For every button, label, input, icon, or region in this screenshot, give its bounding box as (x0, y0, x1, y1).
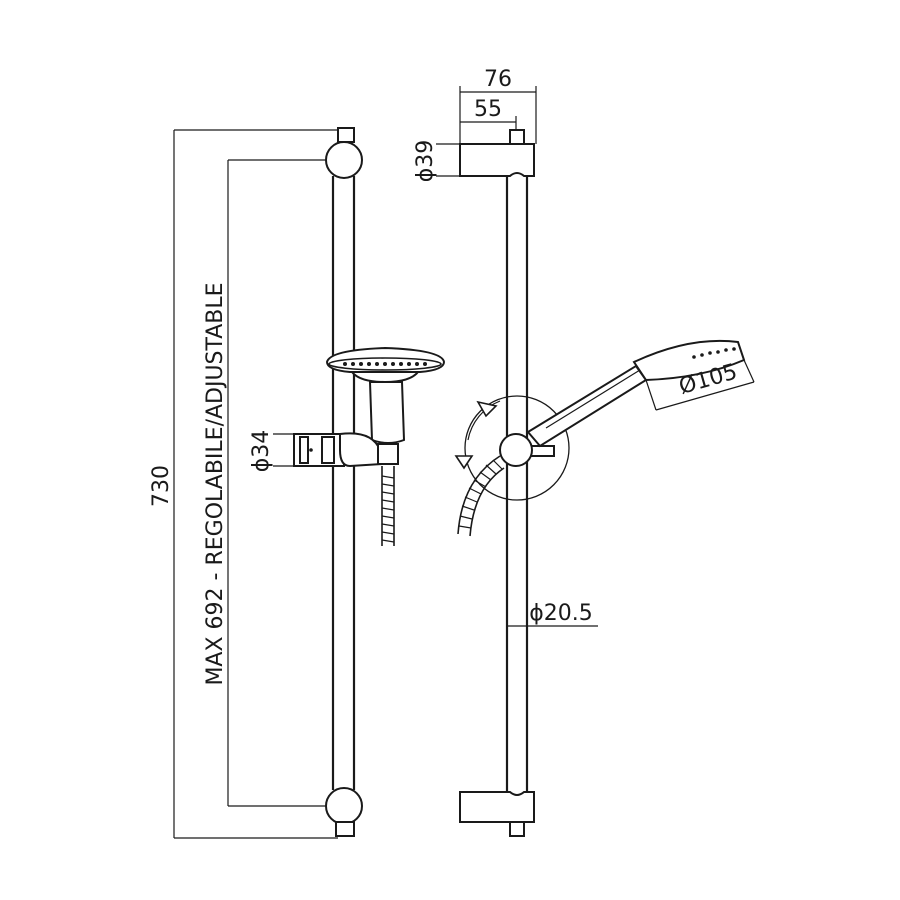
side-view: 76 55 ϕ39 (413, 67, 755, 837)
bracket-depth-inner-dimension: 55 (460, 97, 517, 130)
bracket-depth-total-dimension: 76 (459, 67, 537, 144)
bar-diameter-label: ϕ20.5 (529, 601, 593, 626)
bottom-bracket (459, 791, 535, 837)
adjustable-range-dimension: MAX 692 - REGOLABILE/ADJUSTABLE (203, 159, 336, 807)
side-bar (505, 176, 529, 792)
overall-length-label: 730 (149, 465, 174, 507)
front-view: 730 MAX 692 - REGOLABILE/ADJUSTABLE (149, 127, 446, 839)
side-nozzle-dots (692, 347, 736, 359)
bottom-end-cap (325, 787, 363, 837)
front-handshower (325, 346, 446, 444)
side-handshower (526, 339, 746, 448)
adjustable-range-label: MAX 692 - REGOLABILE/ADJUSTABLE (203, 282, 228, 685)
front-hose (381, 466, 395, 546)
side-hose (457, 455, 505, 537)
bracket-diameter-label: ϕ39 (413, 140, 438, 183)
bracket-depth-inner-label: 55 (474, 97, 502, 122)
bracket-depth-total-label: 76 (484, 67, 512, 92)
overall-length-dimension: 730 (149, 129, 338, 839)
bar-diameter-dimension: ϕ20.5 (507, 601, 598, 627)
front-bar (331, 176, 356, 790)
rotation-arrows-icon (454, 395, 570, 501)
front-slider: ϕ34 (249, 430, 399, 473)
slider-diameter-label: ϕ34 (249, 430, 274, 473)
side-slider (499, 433, 555, 467)
top-end-cap (325, 127, 363, 179)
nozzle-dots (343, 362, 427, 366)
top-bracket: ϕ39 (413, 129, 535, 183)
